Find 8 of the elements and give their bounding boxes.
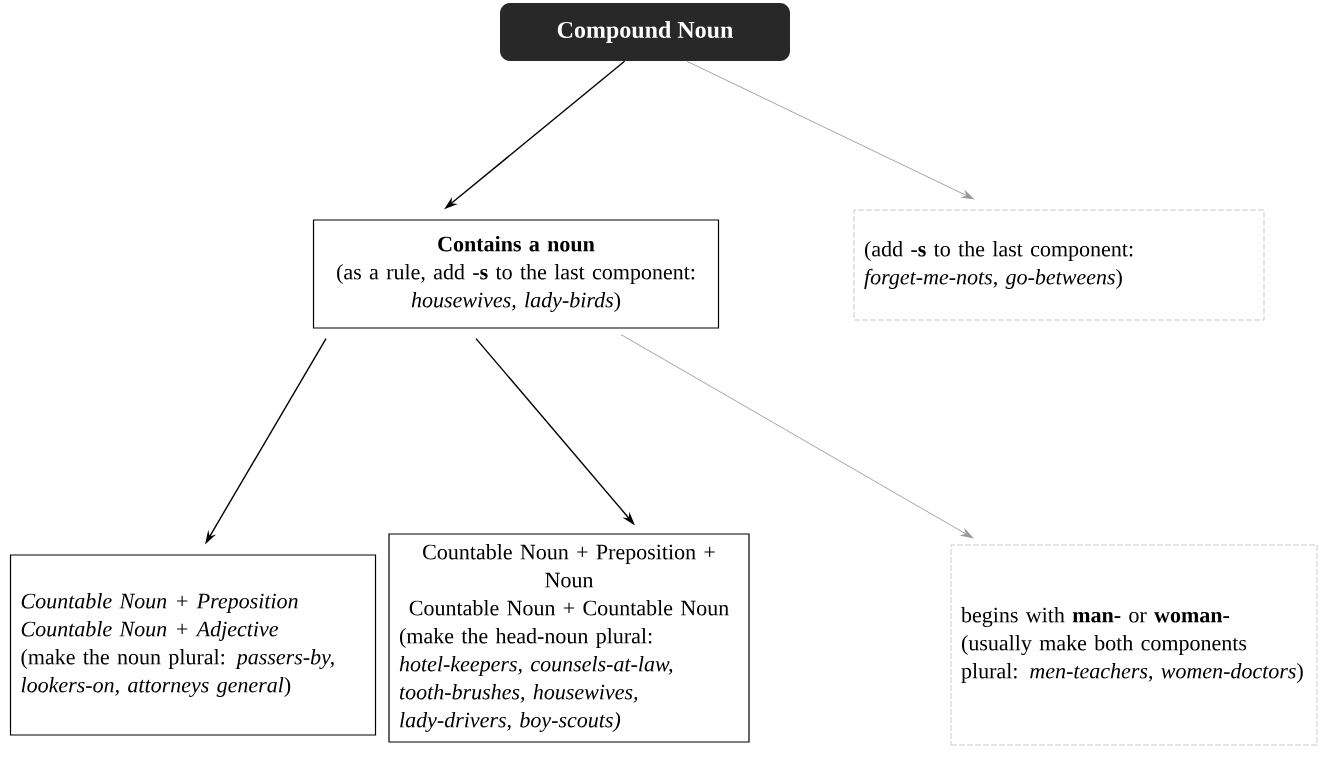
category-box: Countable Noun + Preposition Countable Noun + Adjective (make the noun plural: passers-by, lookers-on, attorneys general)	[9, 554, 377, 736]
title-box: Compound Noun	[500, 3, 790, 61]
category-box: (add -s to the last component: forget-me-nots, go-betweens)	[853, 209, 1265, 321]
arrow	[620, 334, 974, 539]
category-box: begins with man- or woman- (usually make both components plural: men-teachers, women-doctors)	[950, 544, 1318, 746]
category-box: Countable Noun + Preposition + Noun Countable Noun + Countable Noun (make the head-noun plural: hotel-keepers, counsels-at-law, tooth-brushes, housewives, lady-drivers, boy-scouts)	[388, 533, 750, 743]
arrow	[686, 60, 975, 200]
category-box: Contains a noun (as a rule, add -s to the last component: housewives, lady-birds)	[312, 219, 720, 329]
